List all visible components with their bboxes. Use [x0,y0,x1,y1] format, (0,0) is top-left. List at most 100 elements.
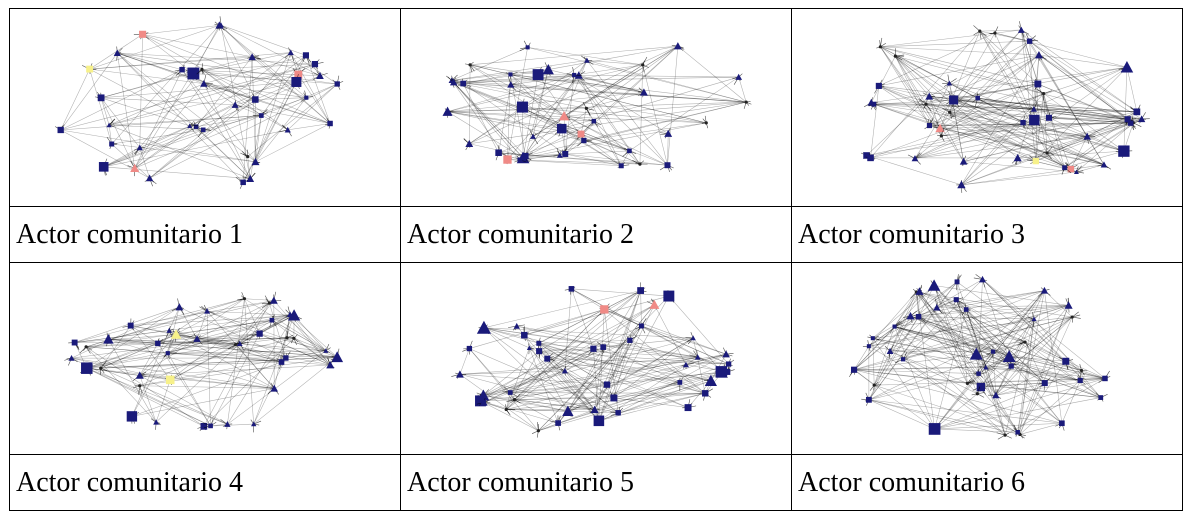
network-edge [941,118,1142,137]
network-edge [287,123,331,131]
network-edge [995,395,1018,433]
network-node-square [684,404,692,412]
network-edge [873,103,1137,113]
network-edge [956,281,1066,362]
network-node-triangle [983,364,989,370]
network-node-triangle [935,123,945,133]
network-edge [1017,290,1045,433]
network-edge [949,83,1024,123]
network-edge [181,69,256,162]
network-edge [525,101,747,157]
network-edge [538,325,642,431]
network-edge [1017,305,1069,433]
network-edge [571,288,669,297]
network-edge [963,118,1142,162]
network-node-square [900,357,906,362]
network-edge [868,305,1069,347]
network-node-square [638,323,644,329]
network-node-triangle [722,350,730,358]
network-edge [918,316,1035,320]
network-node-square [1098,395,1104,400]
network-node-square [1067,165,1075,173]
network-node-triangle [136,144,143,151]
network-edge [142,34,194,74]
network-edge [469,64,471,144]
network-edge [142,34,256,100]
network-edge [571,288,605,310]
network-edge [538,363,729,431]
network-edge [71,357,171,381]
network-node-square [953,297,959,303]
network-node-triangle [682,361,689,368]
network-edge [561,128,630,152]
network-edge [1044,290,1063,424]
network-edge [111,25,220,145]
network-edge [130,325,158,344]
network-edge [563,60,588,117]
network-edge [507,74,511,160]
network-edge [149,104,236,179]
network-node-triangle [287,49,294,56]
network-edge [668,295,729,365]
network-edge [1048,117,1131,124]
network-edge [547,358,595,410]
network-edge [872,338,935,430]
network-edge [447,64,643,112]
network-edge [980,365,1012,388]
network-edge [604,309,727,355]
network-edge [453,76,739,83]
network-edge [995,290,1045,396]
network-edge [538,295,670,431]
network-edge [101,97,190,127]
network-edge [1019,319,1035,435]
network-edge [498,152,526,157]
network-edge [894,326,994,352]
network-edge [564,288,572,371]
network-edge [583,122,707,141]
network-node-triangle [476,320,491,334]
network-edge [966,309,1045,384]
network-edge [995,395,1006,436]
nodes-group [861,21,1150,193]
network-edge [203,424,228,427]
network-edge [1017,157,1071,170]
network-edge [933,285,997,396]
network-edge [994,32,1035,121]
network-edge [506,290,641,410]
network-edge [934,428,1018,433]
network-edge [235,344,282,363]
network-node-triangle [969,347,983,360]
network-edge [451,47,528,81]
network-edge [189,63,316,127]
network-node-triangle [957,180,966,189]
network-edge [953,99,1105,165]
network-node-square [892,324,897,329]
network-node-square [516,101,528,113]
network-edge [594,347,604,410]
network-node-triangle [946,80,953,86]
network-edge [916,291,1035,320]
network-edge [952,98,1077,173]
network-node-square [1133,108,1141,116]
network-edge [979,29,1022,32]
network-edge [894,291,920,327]
network-node-dot [233,342,238,347]
network-edge [117,52,183,70]
network-edge [1035,67,1128,162]
network-node-triangle [442,106,453,116]
network-edge [564,370,595,410]
network-node-triangle [639,88,648,96]
network-node-square [963,307,969,312]
network-node-square [258,113,264,118]
network-node-square [591,118,597,124]
network-edge [934,393,978,430]
network-edge [506,393,706,410]
network-edge [131,334,177,417]
label-cell-2: Actor comunitario 2 [400,206,792,263]
network-edge [1029,40,1134,124]
network-node-triangle [542,63,554,75]
network-edge [71,306,180,359]
network-edge [117,53,135,169]
network-node-square [97,94,105,102]
network-edge [203,55,307,84]
